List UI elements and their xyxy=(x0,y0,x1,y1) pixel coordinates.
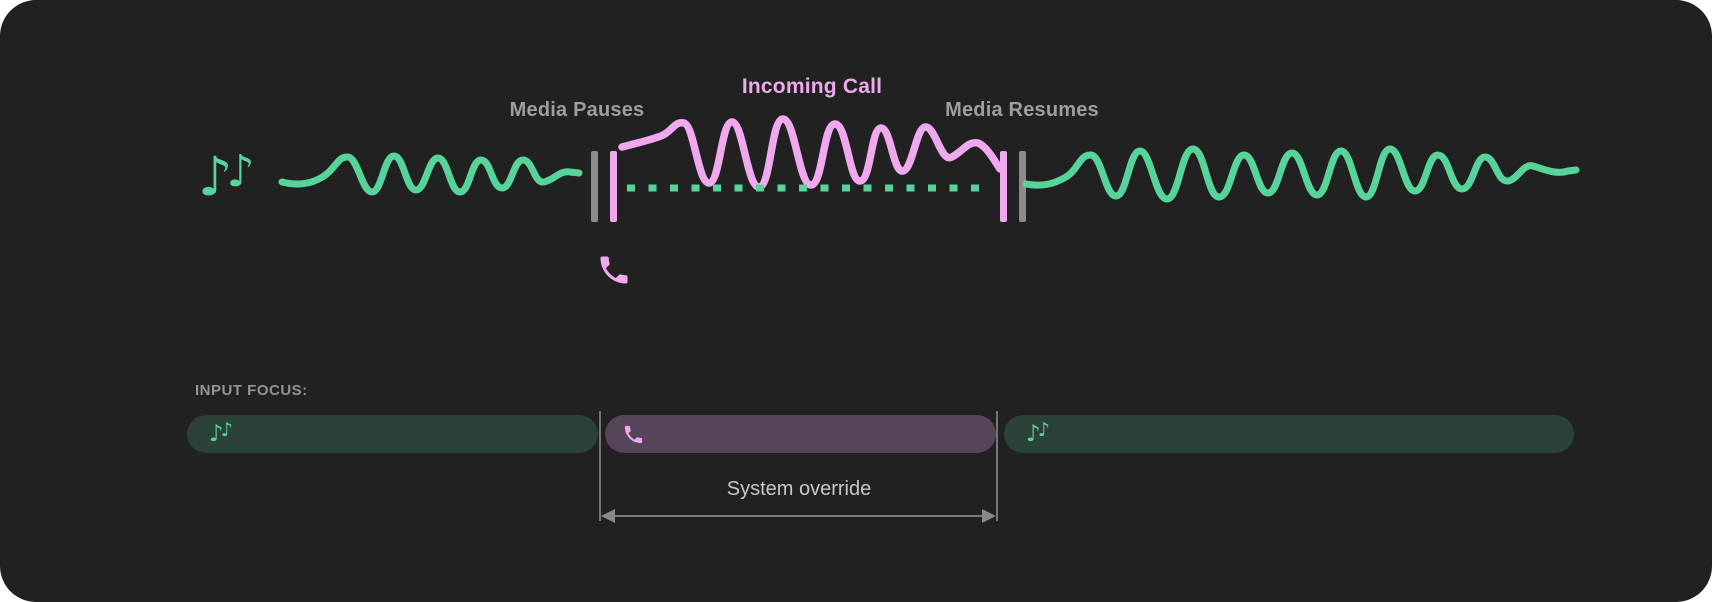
system-override-span-arrow xyxy=(601,509,996,523)
pause-marker-pink xyxy=(610,151,617,222)
music-notes-icon: ♪♪ xyxy=(1026,418,1050,447)
media-resumes-label: Media Resumes xyxy=(945,99,1099,121)
media-wave-after xyxy=(1022,145,1580,203)
media-focus-bar-before: ♪♪ xyxy=(187,415,598,453)
media-pauses-label: Media Pauses xyxy=(509,99,645,121)
call-focus-bar xyxy=(605,415,996,453)
override-span-left-line xyxy=(599,411,601,521)
phone-icon xyxy=(600,256,628,284)
note-glyph: ♪ xyxy=(226,146,255,197)
input-focus-heading: INPUT FOCUS: xyxy=(195,382,308,399)
note-glyph: ♪ xyxy=(220,418,233,441)
override-span-right-line xyxy=(996,411,998,521)
arrowhead-right xyxy=(982,509,996,523)
incoming-call-wave xyxy=(618,115,1004,191)
system-override-label: System override xyxy=(726,478,872,500)
arrowhead-left xyxy=(601,509,615,523)
resume-marker-gray xyxy=(1019,151,1026,222)
resume-marker-pink xyxy=(1000,151,1007,222)
note-glyph: ♪ xyxy=(1026,420,1041,447)
note-glyph: ♪ xyxy=(209,420,224,447)
music-notes-icon: ♪♪ xyxy=(209,418,233,447)
note-glyph: ♪ xyxy=(198,145,233,208)
note-glyph: ♪ xyxy=(1037,418,1050,441)
media-focus-bar-after: ♪♪ xyxy=(1004,415,1574,453)
music-notes-icon: ♪♪ xyxy=(198,150,255,204)
media-call-waveform xyxy=(278,115,1580,284)
incoming-call-label: Incoming Call xyxy=(741,75,883,98)
phone-icon xyxy=(624,425,643,443)
pause-marker-gray xyxy=(591,151,598,222)
media-wave-before xyxy=(278,152,583,196)
